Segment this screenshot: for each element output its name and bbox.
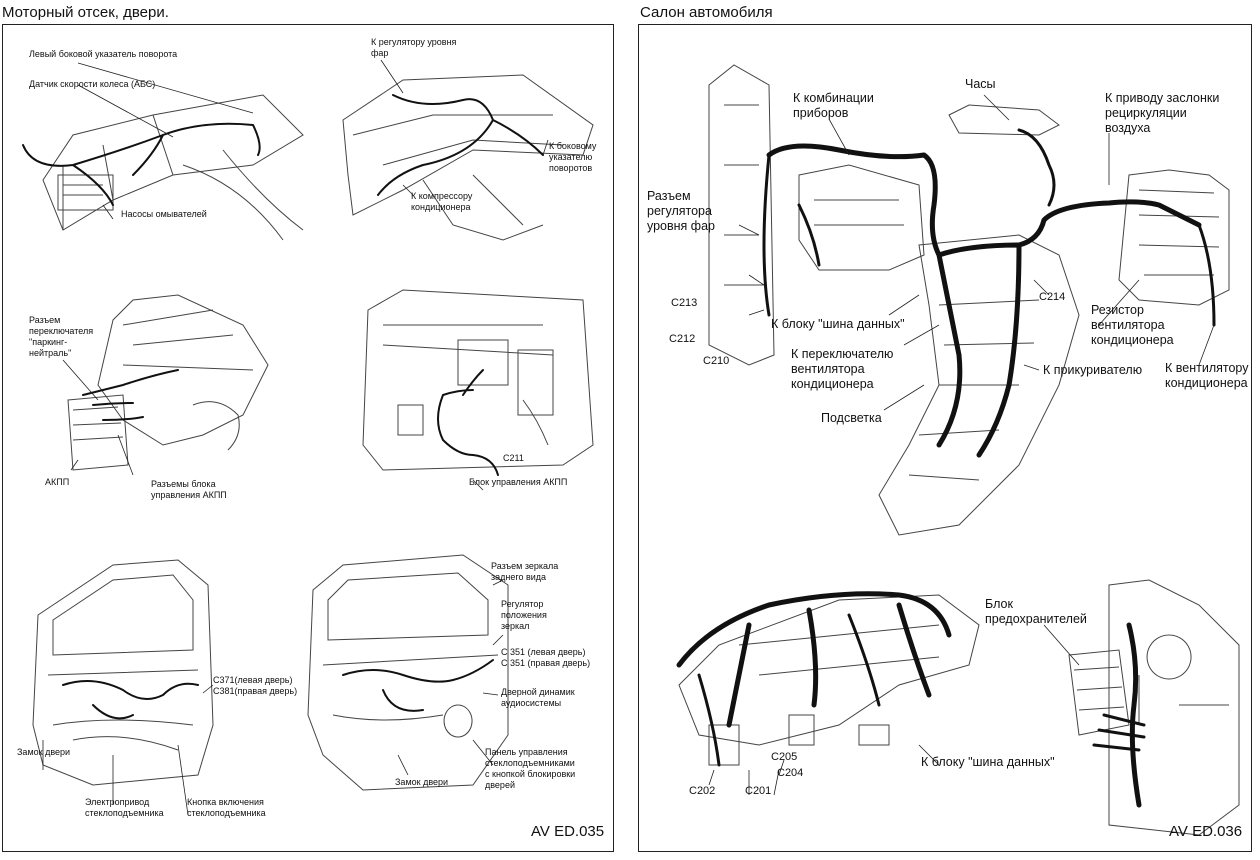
label-c371: C371(левая дверь) C381(правая дверь) [213,675,298,696]
label-abs-sensor: Датчик скорости колеса (АБС) [29,79,156,89]
right-panel-title: Салон автомобиля [640,4,773,21]
front-door-drawing [307,554,509,791]
fuse-box-drawing [1043,579,1240,836]
label-c204: C204 [777,767,804,779]
label-fuse-box: Блок предохранителей [985,597,1087,626]
label-data-bus-upper: К блоку "шина данных" [771,317,905,331]
transmission-drawing [62,294,269,476]
label-mirror-connector: Разъем зеркала заднего вида [491,561,559,582]
left-figure-code: AV ED.035 [531,823,605,840]
label-side-turn: К боковому указателю поворотов [549,141,597,173]
lower-harness-drawing [676,591,980,796]
label-akpp: АКПП [45,477,70,487]
label-ac-switch: К переключателю вентилятора кондиционера [791,347,894,391]
right-diagram-drawing [676,64,1240,836]
label-c351: C 351 (левая дверь) C 351 (правая дверь) [501,647,591,668]
right-diagram-panel: Часы К приводу заслонки рециркуляции воз… [638,24,1252,852]
label-c212: C212 [669,333,696,345]
label-turn-left: Левый боковой указатель поворота [29,49,178,59]
label-headlight-connector: Разъем регулятора уровня фар [647,189,715,233]
label-akpp-unit: Блок управления АКПП [469,477,568,487]
label-window-button: Кнопка включения стеклоподъемника [187,797,266,818]
label-washer-pumps: Насосы омывателей [121,209,207,219]
right-figure-code: AV ED.036 [1169,823,1243,840]
label-c213: C213 [671,297,698,309]
label-akpp-connectors: Разъемы блока управления АКПП [151,479,227,500]
label-ac-compressor: К компрессору кондиционера [411,191,473,212]
label-door-speaker: Дверной динамик аудиосистемы [501,687,575,708]
label-instrument-cluster: К комбинации приборов [793,91,874,120]
label-ac-fan: К вентилятору кондиционера [1165,361,1249,390]
label-window-motor: Электропривод стеклоподъемника [85,797,164,818]
label-data-bus-lower: К блоку "шина данных" [921,755,1055,769]
label-window-panel: Панель управления стеклоподъемниками с к… [485,747,576,790]
dashboard-harness-drawing [708,64,1230,536]
ecu-area-drawing [362,289,594,491]
label-c205: C205 [771,751,798,763]
left-panel-title: Моторный отсек, двери. [2,4,169,21]
label-lighter: К прикуривателю [1043,363,1143,377]
label-backlight: Подсветка [821,411,882,425]
label-c202: C202 [689,785,716,797]
label-c210: C210 [703,355,730,367]
left-diagram-panel: Левый боковой указатель поворота Датчик … [2,24,614,852]
label-recirculation: К приводу заслонки рециркуляции воздуха [1105,91,1220,135]
label-clock: Часы [965,77,996,91]
label-headlight-reg: К регулятору уровня фар [371,37,457,58]
headlight-area-drawing [342,59,594,241]
label-c214: C214 [1039,291,1066,303]
rear-door-drawing [32,559,214,816]
engine-bay-drawing [22,62,304,241]
label-mirror-regulator: Регулятор положения зеркал [501,599,547,631]
label-door-lock-front: Замок двери [395,777,449,787]
label-park-neutral: Разъем переключателя "паркинг- нейтраль" [29,315,94,358]
left-diagram-drawing [22,59,594,816]
label-c201: C201 [745,785,772,797]
label-c211: C211 [503,453,524,463]
label-fan-resistor: Резистор вентилятора кондиционера [1091,303,1174,347]
label-door-lock-rear: Замок двери [17,747,71,757]
